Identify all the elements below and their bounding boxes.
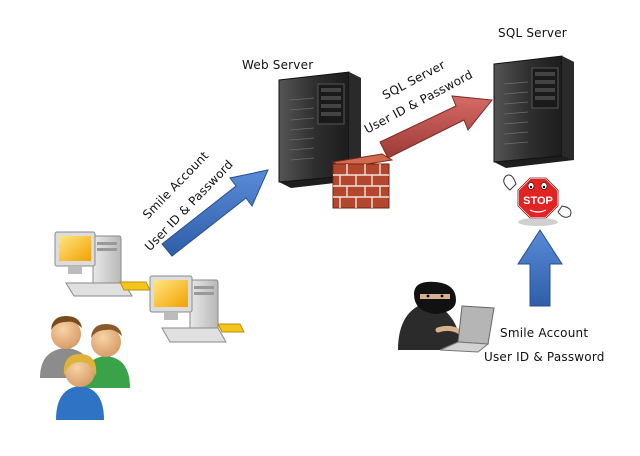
- users-group-icon: [40, 316, 130, 420]
- web-server-tower-icon: [278, 71, 361, 188]
- hacker-with-laptop-icon: [398, 281, 495, 353]
- sql-server-label: SQL Server: [498, 26, 567, 40]
- web-server-label: Web Server: [242, 58, 314, 72]
- client-computer-icon: [54, 231, 151, 297]
- firewall-brick-icon: [331, 153, 394, 209]
- stop-sign-text: STOP: [523, 195, 553, 207]
- red-arrow-to-sql-server: [379, 95, 493, 159]
- stop-sign-mascot-icon: [503, 174, 572, 226]
- blue-arrow-to-web-server: [161, 169, 269, 257]
- attacker-label-line1: Smile Account: [500, 326, 589, 340]
- sql-server-tower-icon: [493, 55, 574, 168]
- attacker-label-line2: User ID & Password: [484, 350, 605, 364]
- client-computer-icon: [149, 275, 245, 343]
- blue-arrow-up-blocked: [517, 229, 563, 307]
